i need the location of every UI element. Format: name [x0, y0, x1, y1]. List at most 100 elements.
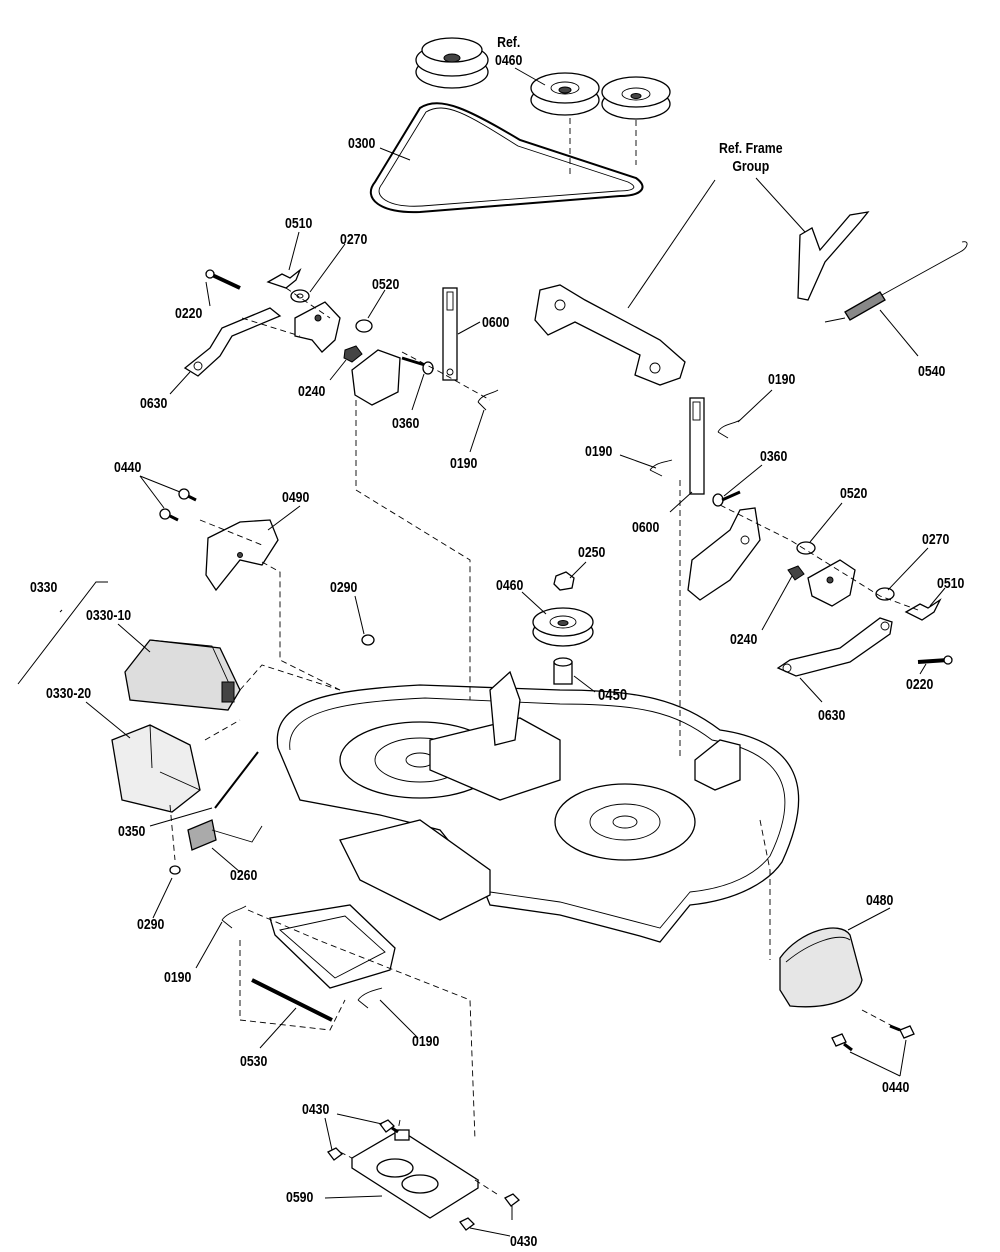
screw-0430-b — [327, 1147, 343, 1161]
label-0460-center: 0460 — [496, 577, 524, 594]
label-0240-right: 0240 — [730, 631, 758, 648]
right-hairpin-0190a — [717, 419, 741, 439]
right-washer-0520 — [796, 541, 816, 555]
label-0360-left: 0360 — [392, 415, 420, 432]
label-0540: 0540 — [918, 363, 946, 380]
frame-lift-arm — [797, 211, 870, 301]
label-0600-left: 0600 — [482, 314, 510, 331]
screw-0430-a — [379, 1119, 399, 1134]
left-spindle-bracket — [351, 349, 401, 406]
label-ref-frame-group: Ref. Frame Group — [718, 140, 783, 175]
washer-0290-left — [169, 865, 181, 875]
label-0290-center: 0290 — [330, 579, 358, 596]
label-0490: 0490 — [282, 489, 310, 506]
label-0630-right: 0630 — [818, 707, 846, 724]
left-arm-0630 — [183, 307, 282, 377]
right-arm-0630 — [776, 617, 893, 677]
right-washer-0270 — [875, 587, 895, 601]
label-0190-front: 0190 — [164, 969, 192, 986]
right-spindle-bracket — [687, 507, 761, 601]
left-washer-0270 — [290, 289, 310, 303]
center-idler-pulley-0460 — [532, 607, 594, 647]
left-bolt-0220 — [205, 269, 241, 290]
deflector-0330-20 — [111, 724, 201, 813]
drive-belt — [369, 102, 644, 214]
label-0270-left: 0270 — [340, 231, 368, 248]
label-0590: 0590 — [286, 1189, 314, 1206]
screw-0430-d — [459, 1217, 475, 1231]
left-nut-0240 — [343, 345, 363, 363]
label-0450: 0450 — [598, 687, 628, 704]
left-washer-0520 — [355, 319, 373, 333]
label-0510-left: 0510 — [285, 215, 313, 232]
right-shoulder-bolt-0360 — [712, 490, 741, 507]
label-0600-right: 0600 — [632, 519, 660, 536]
label-0430-bottom: 0430 — [510, 1233, 538, 1250]
left-bolt-0440a — [178, 488, 197, 502]
leader-lines — [17, 67, 946, 1237]
hairpin-0190-bottom — [357, 987, 383, 1009]
pin-0530 — [251, 978, 333, 1022]
label-0430-top: 0430 — [302, 1101, 330, 1118]
upper-pulley-middle — [530, 72, 600, 116]
label-0330-10: 0330-10 — [86, 607, 132, 624]
pulley-cover-0490 — [205, 519, 279, 592]
label-belt-0300: 0300 — [348, 135, 376, 152]
label-0520-left: 0520 — [372, 276, 400, 293]
left-wing-nut-0510 — [266, 267, 302, 289]
left-idler-bracket-0270 — [294, 301, 341, 353]
label-ref-0460: Ref. 0460 — [495, 34, 523, 69]
right-bolt-0440b — [831, 1033, 853, 1052]
left-shoulder-bolt-0360 — [401, 356, 434, 375]
plate-0590 — [350, 1129, 480, 1219]
label-0360-right: 0360 — [760, 448, 788, 465]
rod-0350 — [214, 751, 259, 809]
hairpin-0190-left — [221, 905, 247, 929]
label-0440-right: 0440 — [882, 1079, 910, 1096]
label-0240-left: 0240 — [298, 383, 326, 400]
chute-assembly-0330-10 — [124, 639, 241, 711]
right-nut-0240 — [787, 565, 805, 581]
washer-0290-center — [361, 634, 375, 646]
label-0220-left: 0220 — [175, 305, 203, 322]
label-0250: 0250 — [578, 544, 606, 561]
torsion-spring-0260 — [187, 819, 263, 851]
mower-deck — [276, 670, 800, 943]
label-0190-right-a: 0190 — [768, 371, 796, 388]
left-bolt-0440b — [159, 508, 179, 522]
left-link-0600 — [442, 287, 458, 381]
right-bolt-0220 — [917, 655, 953, 665]
screw-0430-c — [504, 1193, 520, 1207]
center-spacer-0450 — [553, 657, 573, 685]
upper-pulley-left — [415, 37, 489, 89]
label-0190-bottom: 0190 — [412, 1033, 440, 1050]
right-hairpin-0190b — [649, 459, 673, 477]
label-0220-right: 0220 — [906, 676, 934, 693]
deck-hitch-bracket — [269, 819, 491, 989]
right-wing-nut-0510 — [904, 598, 942, 621]
label-0510-right: 0510 — [937, 575, 965, 592]
label-0350: 0350 — [118, 823, 146, 840]
label-0290-left: 0290 — [137, 916, 165, 933]
label-0270-right: 0270 — [922, 531, 950, 548]
label-0330-20: 0330-20 — [46, 685, 92, 702]
left-hairpin-0190 — [477, 389, 499, 411]
label-0330: 0330 — [30, 579, 58, 596]
label-0190-right-b: 0190 — [585, 443, 613, 460]
right-link-0600 — [689, 397, 705, 495]
label-0260: 0260 — [230, 867, 258, 884]
idler-spring — [824, 241, 968, 323]
label-0480: 0480 — [866, 892, 894, 909]
label-0190-left: 0190 — [450, 455, 478, 472]
pulley-cover-0480 — [779, 927, 863, 1008]
label-0520-right: 0520 — [840, 485, 868, 502]
center-nut-0250 — [553, 571, 575, 591]
label-0530: 0530 — [240, 1053, 268, 1070]
label-0630-left: 0630 — [140, 395, 168, 412]
upper-pulley-right — [601, 76, 671, 120]
frame-bracket — [534, 284, 686, 386]
right-idler-bracket-0270 — [807, 559, 856, 607]
assembly-dash-lines — [169, 287, 919, 1197]
